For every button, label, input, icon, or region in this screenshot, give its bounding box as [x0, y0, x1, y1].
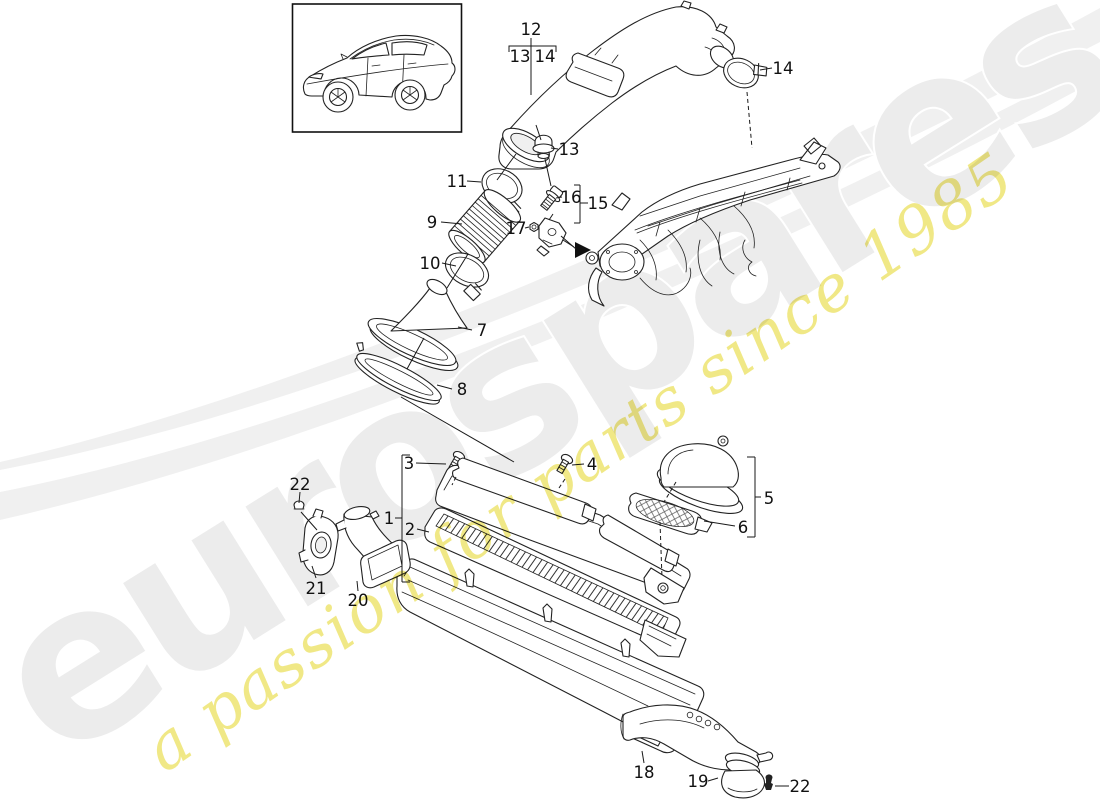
filter-element-2: [424, 507, 687, 658]
mounting-bracket-15: [536, 217, 567, 257]
vehicle-thumbnail: [291, 3, 463, 133]
callout-8: 8: [457, 380, 468, 399]
scoop-21: [298, 508, 339, 576]
fastener-22-right: [764, 774, 773, 790]
duct-20: [335, 505, 411, 589]
callout-3: 3: [404, 454, 415, 473]
callout-7: 7: [477, 321, 488, 340]
engine-assembly: [585, 137, 841, 307]
callout-14: 14: [773, 59, 794, 78]
bellows-hose-9: [448, 189, 522, 264]
screw-4: [556, 453, 574, 475]
callout-21: 21: [306, 579, 327, 598]
intake-bell-19: [721, 751, 774, 799]
callout-17: 17: [506, 219, 527, 238]
callout-19: 19: [688, 772, 709, 791]
callout-labels: 12 13 14 14 13 11 9 10 16 15 17 7 8 3 4 …: [290, 20, 811, 796]
hose-clamp-14: [723, 57, 768, 89]
callout-6: 6: [738, 518, 749, 537]
background-swoosh: [0, 8, 1100, 520]
fastener-22-left: [293, 500, 305, 510]
explosion-lines: [298, 38, 789, 787]
direction-arrow: [575, 242, 591, 258]
callout-2: 2: [405, 520, 416, 539]
callout-18: 18: [634, 763, 655, 782]
callout-1: 1: [384, 509, 395, 528]
seal-ring-8: [354, 342, 442, 405]
intake-funnel-7: [367, 278, 468, 372]
air-cleaner-cover: [435, 457, 691, 605]
callout-11: 11: [447, 172, 468, 191]
callout-22-right: 22: [790, 777, 811, 796]
callout-16: 16: [561, 188, 582, 207]
callout-13-group: 13: [510, 47, 531, 66]
nut-17: [529, 221, 539, 233]
hose-clamp-10: [444, 252, 490, 302]
callout-9: 9: [427, 213, 438, 232]
callout-15: 15: [588, 194, 609, 213]
callout-20: 20: [348, 591, 369, 610]
grommet-13: [532, 134, 555, 160]
callout-13: 13: [559, 140, 580, 159]
callout-22-left: 22: [290, 475, 311, 494]
callout-10: 10: [420, 254, 441, 273]
duct-18: [620, 704, 762, 771]
callout-4: 4: [587, 455, 598, 474]
car-side-view-icon: [302, 34, 456, 113]
callout-5: 5: [764, 489, 775, 508]
callout-14-group: 14: [535, 47, 556, 66]
filter-cup-5: [656, 435, 744, 514]
bolt-16: [540, 185, 564, 211]
filter-pad-6: [628, 492, 713, 535]
callout-12: 12: [521, 20, 542, 39]
